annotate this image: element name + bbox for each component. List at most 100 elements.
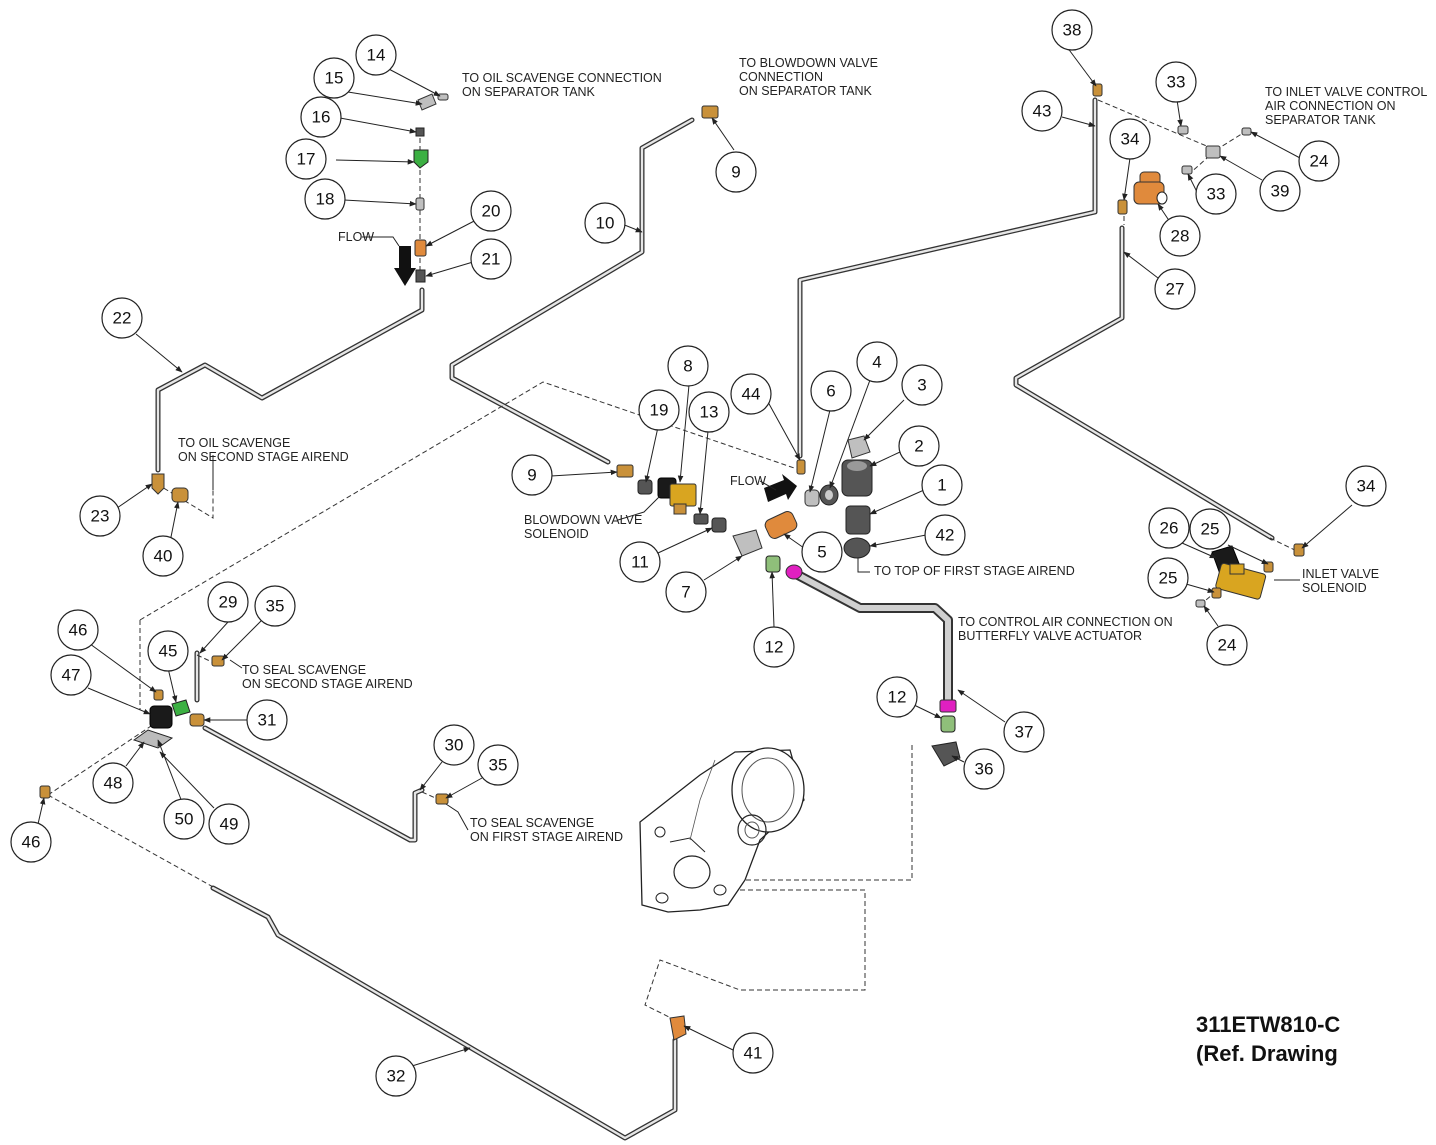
- svg-text:35: 35: [489, 756, 508, 775]
- fitting-9-top: [701, 105, 719, 119]
- callout-11: 11: [619, 541, 661, 583]
- callout-15: 15: [313, 57, 355, 99]
- callout-4: 4: [856, 341, 898, 383]
- fitting-18: [415, 197, 425, 211]
- callout-31: 31: [246, 699, 288, 741]
- note-top-first: TO TOP OF FIRST STAGE AIREND: [874, 564, 1075, 578]
- fitting-37-nut: [939, 699, 957, 713]
- callout-19: 19: [638, 389, 680, 431]
- callout-26: 26: [1148, 507, 1190, 549]
- svg-text:4: 4: [872, 353, 881, 372]
- fitting-magenta-nut: [785, 564, 803, 580]
- note-blowdown-sol-2: SOLENOID: [524, 527, 589, 541]
- fitting-19: [637, 479, 653, 495]
- fitting-44: [796, 459, 806, 475]
- tube-10: [449, 117, 695, 465]
- callout-42: 42: [924, 514, 966, 556]
- fitting-1: [845, 505, 871, 535]
- fitting-41: [669, 1015, 687, 1041]
- fitting-33-mid: [1181, 165, 1193, 175]
- callout-17: 17: [285, 138, 327, 180]
- fitting-34-right: [1293, 543, 1305, 557]
- note-blowdown-conn-3: ON SEPARATOR TANK: [739, 84, 873, 98]
- note-oil-second-2: ON SECOND STAGE AIREND: [178, 450, 349, 464]
- svg-text:42: 42: [936, 526, 955, 545]
- fitting-2: [841, 459, 873, 497]
- fitting-35-lower: [435, 793, 449, 805]
- fitting-3: [847, 435, 871, 459]
- note-oil-scavenge-tank-2: ON SEPARATOR TANK: [462, 85, 596, 99]
- fitting-46-lower: [39, 785, 51, 799]
- svg-text:34: 34: [1121, 130, 1140, 149]
- callout-39: 39: [1259, 170, 1301, 212]
- note-oil-scavenge-tank-1: TO OIL SCAVENGE CONNECTION: [462, 71, 662, 85]
- svg-text:35: 35: [266, 597, 285, 616]
- fitting-42: [843, 537, 871, 559]
- svg-text:48: 48: [104, 774, 123, 793]
- flow-arrow-1: [394, 246, 416, 286]
- svg-text:41: 41: [744, 1044, 763, 1063]
- callout-43: 43: [1021, 90, 1063, 132]
- svg-text:19: 19: [650, 401, 669, 420]
- leaders: [37, 42, 1353, 1067]
- fitting-14: [437, 93, 449, 101]
- callout-29: 29: [207, 581, 249, 623]
- svg-text:22: 22: [113, 309, 132, 328]
- inlet-valve-solenoid-26: [1211, 545, 1267, 600]
- svg-text:1: 1: [937, 476, 946, 495]
- callout-20: 20: [470, 190, 512, 232]
- svg-text:34: 34: [1357, 477, 1376, 496]
- fitting-25-right: [1263, 561, 1274, 573]
- svg-text:33: 33: [1167, 73, 1186, 92]
- callout-44: 44: [730, 373, 772, 415]
- fitting-25-left: [1211, 587, 1222, 599]
- fitting-40: [171, 487, 189, 503]
- fitting-46-upper: [153, 689, 164, 701]
- note-butterfly-1: TO CONTROL AIR CONNECTION ON: [958, 615, 1173, 629]
- svg-text:32: 32: [387, 1067, 406, 1086]
- fitting-12-lower: [940, 715, 956, 733]
- callout-9-top: 9: [715, 151, 757, 193]
- drawing-reference: 311ETW810-C (Ref. Drawing: [1196, 1010, 1340, 1068]
- callout-46-upper: 46: [57, 609, 99, 651]
- drawing-number: 311ETW810-C: [1196, 1012, 1341, 1037]
- note-seal-first-2: ON FIRST STAGE AIREND: [470, 830, 623, 844]
- callout-14: 14: [355, 34, 397, 76]
- note-flow-1: FLOW: [338, 230, 374, 244]
- svg-text:8: 8: [683, 357, 692, 376]
- fitting-39: [1205, 145, 1221, 159]
- fitting-9-center: [616, 464, 634, 478]
- svg-text:7: 7: [681, 583, 690, 602]
- svg-text:39: 39: [1271, 182, 1290, 201]
- svg-text:29: 29: [219, 593, 238, 612]
- svg-text:49: 49: [220, 815, 239, 834]
- fitting-24-lower: [1195, 599, 1206, 608]
- callout-30: 30: [433, 724, 475, 766]
- note-blowdown-conn-2: CONNECTION: [739, 70, 823, 84]
- fitting-20: [414, 239, 427, 257]
- svg-text:5: 5: [817, 543, 826, 562]
- svg-text:46: 46: [69, 621, 88, 640]
- notes: TO OIL SCAVENGE CONNECTION ON SEPARATOR …: [178, 56, 1427, 844]
- callout-35-lower: 35: [477, 744, 519, 786]
- callout-6: 6: [810, 370, 852, 412]
- svg-text:12: 12: [888, 688, 907, 707]
- callout-34-right: 34: [1345, 465, 1387, 507]
- tube-43: [797, 97, 1098, 459]
- callout-18: 18: [304, 178, 346, 220]
- callout-35-upper: 35: [254, 585, 296, 627]
- note-flow-2: FLOW: [730, 474, 766, 488]
- fitting-34-top: [1117, 199, 1128, 215]
- callout-27: 27: [1154, 268, 1196, 310]
- svg-text:36: 36: [975, 760, 994, 779]
- drawing-ref-note: (Ref. Drawing: [1196, 1041, 1338, 1066]
- note-blowdown-conn-1: TO BLOWDOWN VALVE: [739, 56, 878, 70]
- svg-text:37: 37: [1015, 723, 1034, 742]
- callout-21: 21: [470, 238, 512, 280]
- svg-text:26: 26: [1160, 519, 1179, 538]
- fitting-45: [171, 699, 191, 717]
- callout-24-top: 24: [1298, 140, 1340, 182]
- tube-32: [210, 885, 678, 1141]
- fitting-5: [764, 511, 798, 539]
- fitting-12-center: [765, 555, 781, 573]
